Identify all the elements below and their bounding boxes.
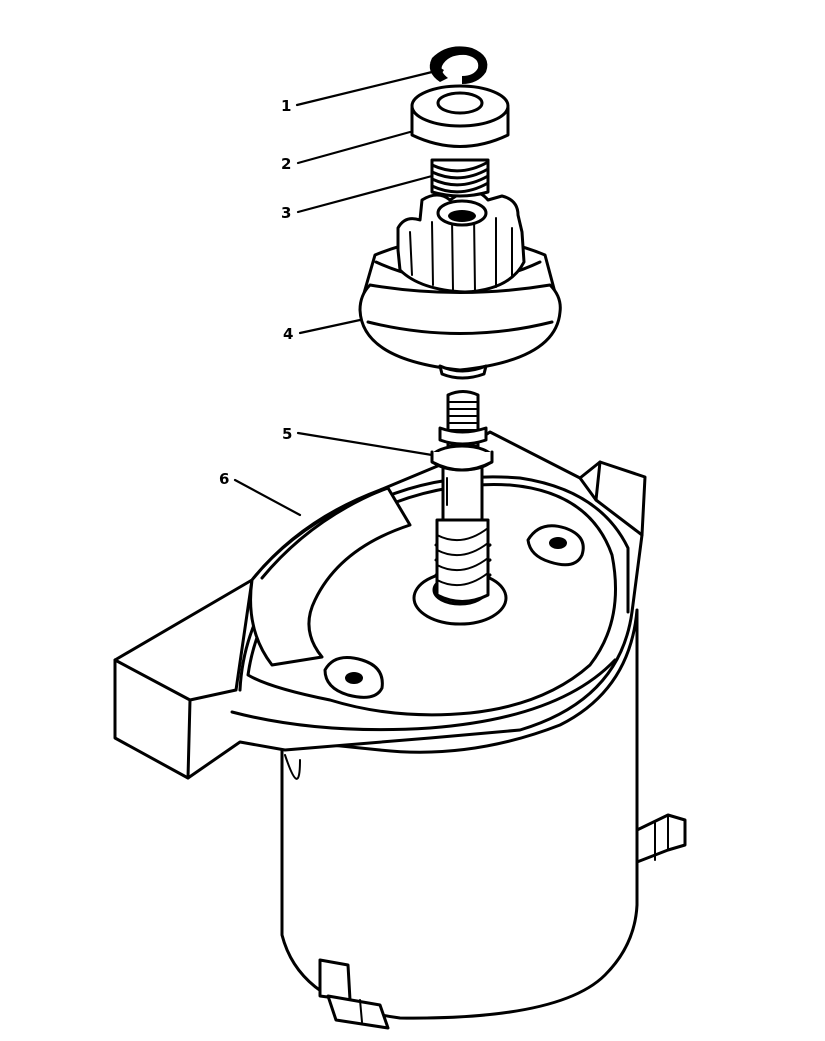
callout-4: 4: [283, 325, 293, 343]
terminal-post: [635, 813, 687, 864]
callout-numbers: 1 2 3 4 5 6: [219, 97, 293, 488]
leader-4: [298, 318, 362, 335]
leader-6: [233, 478, 302, 517]
part-1-retaining-clip: [429, 46, 488, 84]
part-3-spring: [430, 158, 490, 198]
leader-3: [296, 174, 434, 214]
mounting-ear-left: [323, 656, 384, 699]
part-2-washer: [410, 84, 510, 148]
leader-1: [295, 70, 434, 107]
callout-2: 2: [281, 155, 291, 173]
part-4-pinion-gear: [358, 189, 562, 380]
bottom-clip: [318, 958, 390, 1030]
armature-shaft: [430, 390, 494, 603]
callout-6: 6: [219, 470, 229, 488]
leader-2: [296, 130, 412, 165]
part-6-arc-shield: [249, 486, 412, 667]
motor-housing: [280, 608, 687, 1030]
mounting-ear-right: [526, 524, 585, 567]
callout-3: 3: [281, 204, 291, 222]
leader-5: [296, 431, 434, 457]
callout-1: 1: [281, 97, 291, 115]
leader-lines: [233, 70, 434, 517]
callout-5: 5: [282, 425, 292, 443]
